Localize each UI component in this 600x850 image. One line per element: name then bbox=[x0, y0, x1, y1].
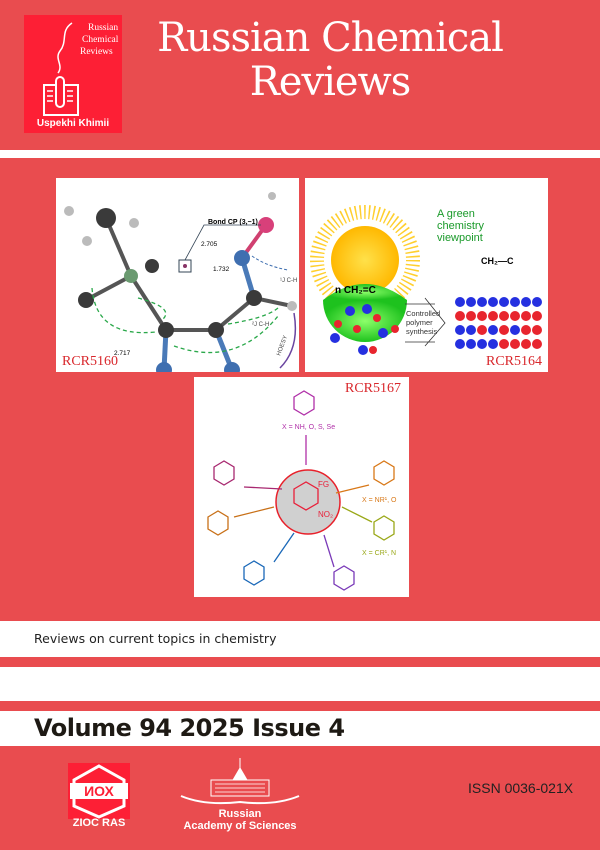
tagline: Reviews on current topics in chemistry bbox=[34, 631, 277, 646]
polymer-formula: CH₂—C bbox=[481, 256, 514, 266]
ras-line: Russian bbox=[218, 808, 262, 820]
green-chemistry-label: A green chemistry viewpoint bbox=[437, 208, 485, 244]
distance-label: 2.717 bbox=[114, 350, 131, 357]
substituent-label: X = NR¹, O bbox=[362, 497, 397, 504]
substituent-label: X = CR¹, N bbox=[362, 550, 396, 557]
zioc-logo: ИОХ ZIOC RAS bbox=[68, 763, 130, 831]
zioc-emblem-icon: ИОХ bbox=[68, 763, 130, 819]
tagline-band: Reviews on current topics in chemistry bbox=[0, 621, 600, 657]
logo-line: Reviews bbox=[80, 47, 113, 57]
issn: ISSN 0036-021X bbox=[468, 780, 574, 796]
logo-line: Chemical bbox=[82, 35, 119, 45]
coupling-label: ¹J C-H bbox=[280, 278, 297, 284]
figure-code: RCR5167 bbox=[344, 381, 401, 396]
title-line: Reviews bbox=[249, 59, 412, 105]
blank-band bbox=[0, 667, 600, 701]
figure-rcr5167: FG NO₂ X = NH, O, S, Se X = NR¹, O X = C… bbox=[194, 377, 409, 597]
ras-label: Russian Academy of Sciences bbox=[175, 808, 305, 832]
polymer-chains bbox=[455, 297, 542, 349]
fg-label: FG bbox=[318, 480, 329, 489]
molecule-diagram: Bond CP (3,−1) 2.705 1.732 2.717 ¹J C-H … bbox=[64, 192, 297, 378]
bond-cp-label: Bond CP (3,−1) bbox=[208, 219, 258, 226]
issue-band: Volume 94 2025 Issue 4 bbox=[0, 711, 600, 746]
zioc-label: ZIOC RAS bbox=[72, 817, 126, 829]
figure-code: RCR5160 bbox=[62, 354, 119, 369]
issue-info: Volume 94 2025 Issue 4 bbox=[34, 714, 345, 742]
no2-label: NO₂ bbox=[318, 510, 333, 519]
coupling-label: ²J C-H bbox=[252, 322, 269, 328]
figure-rcr5164: n CH₂=C CH₂—C A green chemistry viewpoin… bbox=[305, 178, 548, 372]
ras-building-icon bbox=[180, 758, 300, 805]
ras-line: Academy of Sciences bbox=[183, 820, 297, 832]
figure-rcr5160: Bond CP (3,−1) 2.705 1.732 2.717 ¹J C-H … bbox=[56, 178, 299, 378]
svg-text:ИОХ: ИОХ bbox=[84, 783, 114, 799]
distance-label: 1.732 bbox=[213, 266, 230, 273]
substituent-label: X = NH, O, S, Se bbox=[282, 424, 335, 431]
title-line: Russian Chemical bbox=[157, 15, 504, 61]
distance-label: 2.705 bbox=[201, 241, 218, 248]
journal-logo: Russian Chemical Reviews Uspekhi Khimii bbox=[24, 15, 122, 133]
quill-test-tube-icon bbox=[43, 22, 79, 116]
reaction-scheme: FG NO₂ X = NH, O, S, Se X = NR¹, O X = C… bbox=[207, 390, 397, 591]
figure-code: RCR5164 bbox=[485, 354, 542, 369]
controlled-synthesis-label: Controlled polymer synthesis bbox=[406, 309, 441, 336]
logo-line: Russian bbox=[88, 23, 119, 33]
journal-title: Russian Chemical Reviews bbox=[140, 16, 520, 104]
logo-subtitle: Uspekhi Khimii bbox=[36, 118, 110, 129]
ras-logo: Russian Academy of Sciences bbox=[175, 758, 305, 838]
polymer-diagram: n CH₂=C CH₂—C bbox=[310, 205, 542, 355]
monomer-formula: n CH₂=C bbox=[335, 285, 376, 296]
hoesy-label: HOESY bbox=[276, 335, 289, 357]
divider bbox=[0, 150, 600, 158]
